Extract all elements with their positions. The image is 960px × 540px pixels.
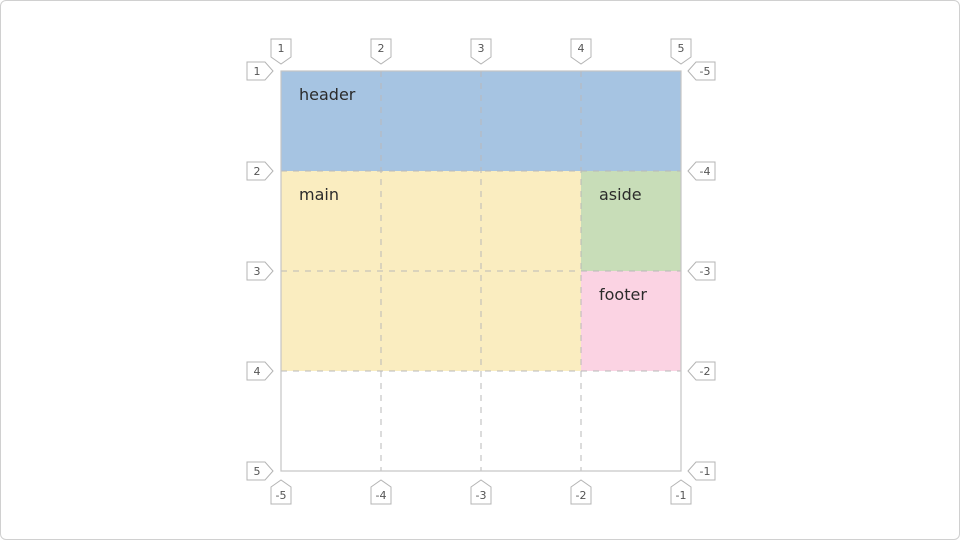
col-line-marker-bottom: -2 [570, 479, 592, 505]
aside-area [581, 171, 681, 271]
row-line-marker-right: -2 [687, 361, 716, 381]
svg-text:4: 4 [578, 42, 585, 55]
svg-text:2: 2 [254, 165, 261, 178]
footer-area [581, 271, 681, 371]
row-line-marker-right: -1 [687, 461, 716, 481]
col-line-marker-bottom: -1 [670, 479, 692, 505]
row-line-marker-left: 3 [246, 261, 274, 281]
svg-text:3: 3 [254, 265, 261, 278]
svg-text:-2: -2 [700, 365, 711, 378]
svg-text:-1: -1 [700, 465, 711, 478]
svg-text:1: 1 [278, 42, 285, 55]
svg-text:-5: -5 [276, 489, 287, 502]
svg-text:-1: -1 [676, 489, 687, 502]
svg-text:-4: -4 [700, 165, 711, 178]
svg-text:-4: -4 [376, 489, 387, 502]
col-line-marker-top: 1 [270, 38, 292, 65]
svg-text:1: 1 [254, 65, 261, 78]
col-line-marker-bottom: -4 [370, 479, 392, 505]
aside-label: aside [599, 185, 642, 204]
col-line-marker-top: 4 [570, 38, 592, 65]
header-label: header [299, 85, 356, 104]
row-line-marker-left: 1 [246, 61, 274, 81]
grid-container-border [280, 70, 682, 472]
svg-text:-3: -3 [700, 265, 711, 278]
svg-text:-5: -5 [700, 65, 711, 78]
col-line-marker-top: 5 [670, 38, 692, 65]
svg-text:3: 3 [478, 42, 485, 55]
main-label: main [299, 185, 339, 204]
row-line-marker-left: 2 [246, 161, 274, 181]
col-line-marker-top: 3 [470, 38, 492, 65]
col-line-marker-bottom: -3 [470, 479, 492, 505]
row-line-marker-left: 5 [246, 461, 274, 481]
svg-text:4: 4 [254, 365, 261, 378]
svg-text:5: 5 [254, 465, 261, 478]
row-line-marker-right: -3 [687, 261, 716, 281]
col-line-marker-top: 2 [370, 38, 392, 65]
svg-text:2: 2 [378, 42, 385, 55]
footer-label: footer [599, 285, 647, 304]
col-line-marker-bottom: -5 [270, 479, 292, 505]
row-line-marker-left: 4 [246, 361, 274, 381]
svg-text:-3: -3 [476, 489, 487, 502]
svg-text:5: 5 [678, 42, 685, 55]
svg-text:-2: -2 [576, 489, 587, 502]
row-line-marker-right: -4 [687, 161, 716, 181]
row-line-marker-right: -5 [687, 61, 716, 81]
